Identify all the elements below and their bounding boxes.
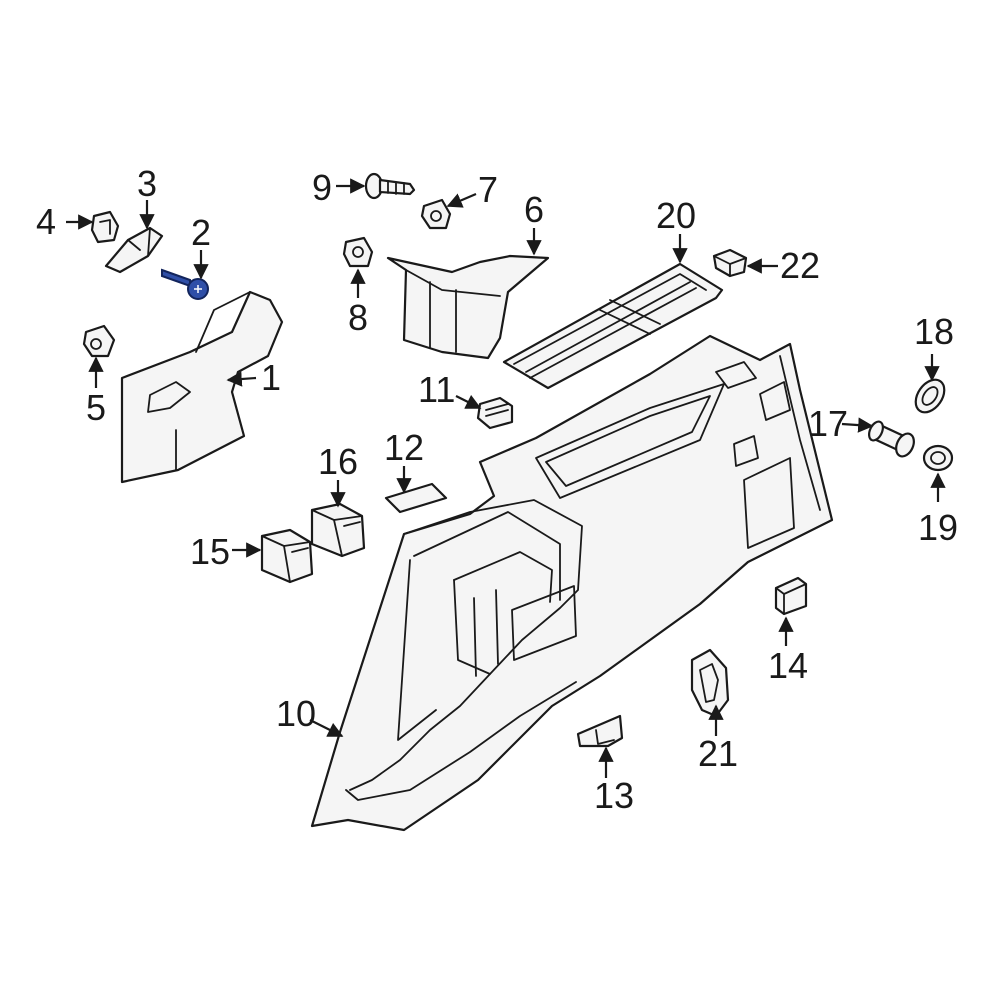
callout-4: 4 <box>36 201 56 242</box>
callout-21: 21 <box>698 733 738 774</box>
part-10-quarter-trim-panel[interactable] <box>310 334 834 832</box>
callout-15: 15 <box>190 531 230 572</box>
callout-labels: 1 2 3 4 5 6 7 8 9 10 11 12 13 14 15 16 1… <box>36 163 958 816</box>
callout-9: 9 <box>312 167 332 208</box>
part-8-clip[interactable] <box>342 236 374 268</box>
part-15-switch[interactable] <box>260 528 314 584</box>
part-22-clip[interactable] <box>712 248 748 278</box>
callout-8: 8 <box>348 297 368 338</box>
part-16-switch[interactable] <box>310 502 366 558</box>
part-14-block[interactable] <box>774 576 808 616</box>
part-18-grommet[interactable] <box>910 374 950 417</box>
part-3-bracket[interactable] <box>104 226 164 274</box>
part-17-cylinder[interactable] <box>866 419 917 459</box>
callout-5: 5 <box>86 387 106 428</box>
callout-10: 10 <box>276 693 316 734</box>
callout-1: 1 <box>261 357 281 398</box>
part-4-clip[interactable] <box>90 210 120 244</box>
callout-2: 2 <box>191 212 211 253</box>
callout-13: 13 <box>594 775 634 816</box>
part-20-sill-plate[interactable] <box>502 262 724 390</box>
part-11-clip[interactable] <box>476 396 514 430</box>
callout-17: 17 <box>808 403 848 444</box>
part-12-pad[interactable] <box>384 482 448 514</box>
part-13-bracket[interactable] <box>576 714 624 748</box>
part-21-cover[interactable] <box>690 648 730 718</box>
callout-11: 11 <box>418 369 455 410</box>
callout-12: 12 <box>384 427 424 468</box>
callout-22: 22 <box>780 245 820 286</box>
callout-16: 16 <box>318 441 358 482</box>
callout-18: 18 <box>914 311 954 352</box>
callout-20: 20 <box>656 195 696 236</box>
callout-3: 3 <box>137 163 157 204</box>
part-1-trim-panel[interactable] <box>120 290 284 484</box>
callout-7: 7 <box>478 169 498 210</box>
part-9-bolt[interactable] <box>364 172 416 200</box>
leader-lines <box>66 178 946 778</box>
part-7-clip[interactable] <box>420 198 452 230</box>
part-5-clip[interactable] <box>82 324 116 358</box>
callout-6: 6 <box>524 189 544 230</box>
callout-14: 14 <box>768 645 808 686</box>
callout-19: 19 <box>918 507 958 548</box>
part-19-grommet[interactable] <box>922 444 954 472</box>
part-6-trim-piece[interactable] <box>386 254 550 360</box>
